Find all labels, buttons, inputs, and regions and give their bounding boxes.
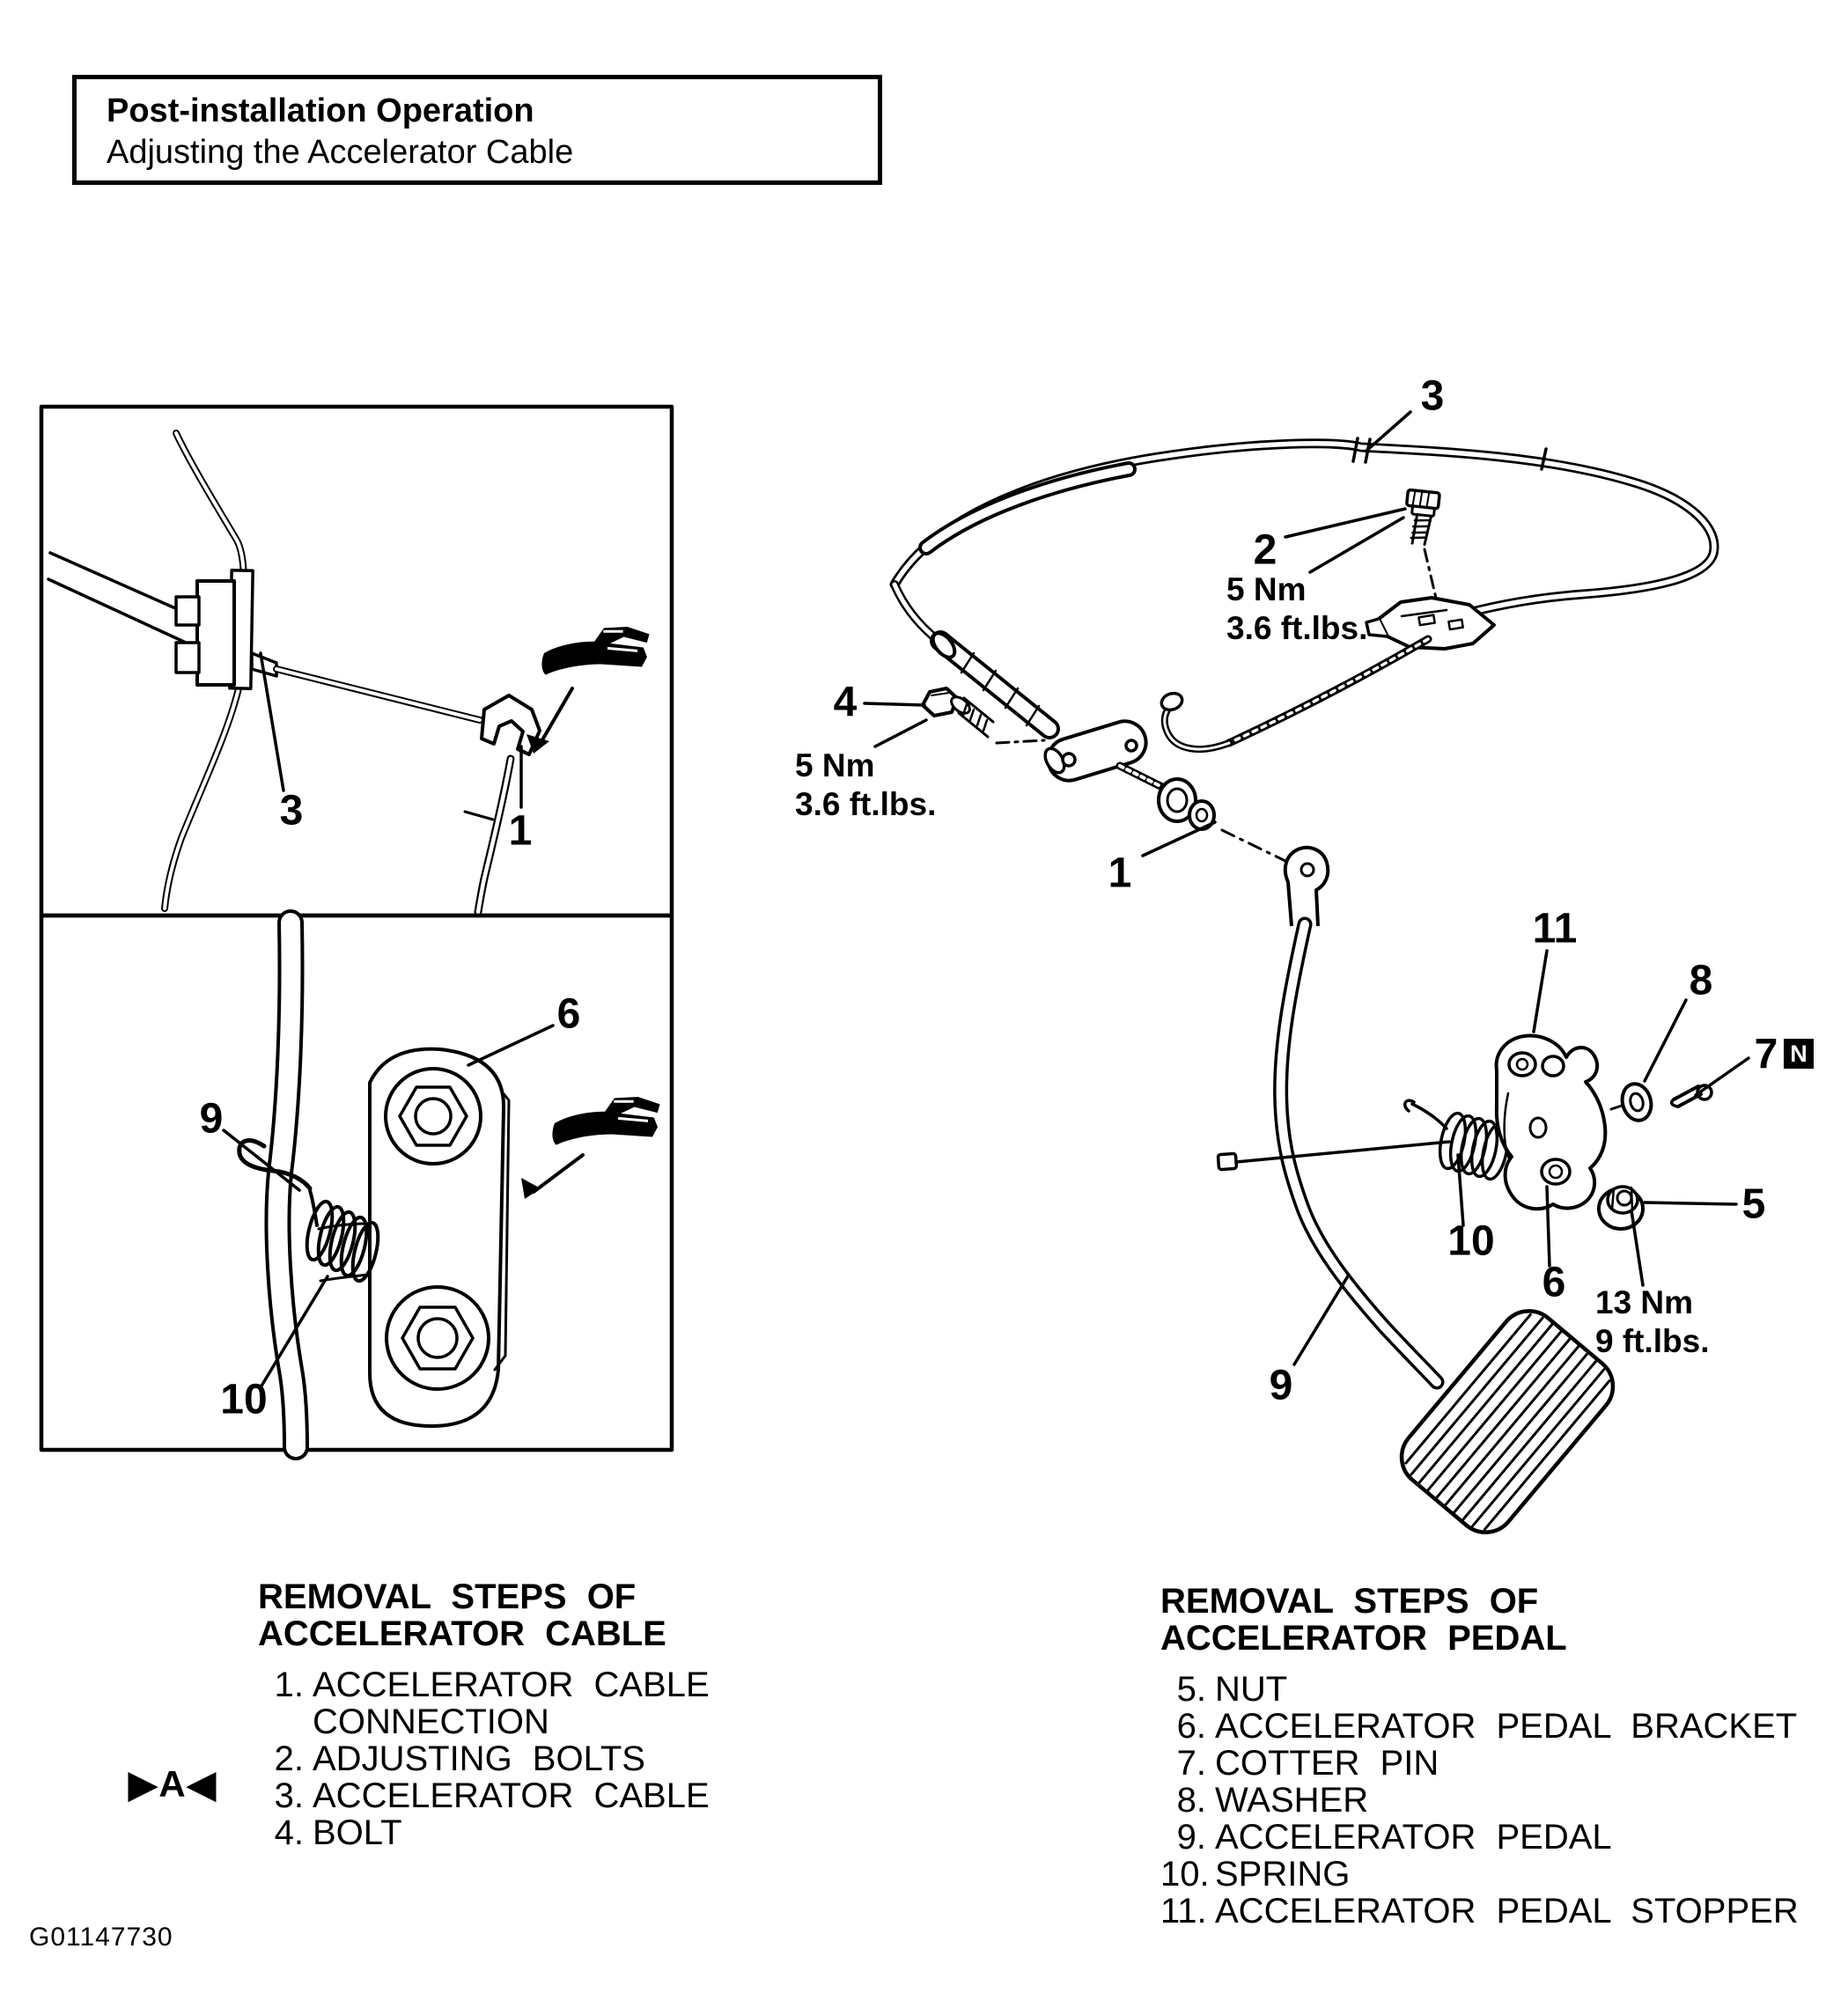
list-item: 9. ACCELERATOR PEDAL <box>1176 1818 1612 1857</box>
leader-lines <box>863 410 1750 1366</box>
inset-callout-3: 3 <box>279 787 304 835</box>
pedal-bracket <box>1494 1033 1608 1211</box>
cable-mount-bracket <box>1365 596 1496 651</box>
pliers-tool-icon <box>549 1082 664 1164</box>
inset-callout-6: 6 <box>556 990 581 1038</box>
callout-7: 7 <box>1754 1031 1778 1078</box>
accelerator-cable-loop <box>889 437 1719 625</box>
accelerator-pedal <box>1273 845 1616 1534</box>
page-subtitle: Adjusting the Accelerator Cable <box>107 134 574 171</box>
list-item: 2. ADJUSTING BOLTS <box>274 1739 645 1778</box>
list-item: 3. ACCELERATOR CABLE <box>274 1776 710 1815</box>
main-diagram <box>863 410 1750 1534</box>
list-item: 1. ACCELERATOR CABLE CONNECTION <box>274 1666 710 1741</box>
list-item: 11. ACCELERATOR PEDAL STOPPER <box>1160 1892 1799 1930</box>
inset-cable-connection <box>39 404 674 918</box>
list-item: 4. BOLT <box>274 1813 402 1852</box>
list-item: 5. NUT <box>1176 1670 1288 1709</box>
callout-9: 9 <box>1269 1362 1293 1409</box>
inset-callout-1: 1 <box>508 807 533 855</box>
callout-2: 2 <box>1253 526 1277 574</box>
spring-coils <box>305 1188 380 1283</box>
inset-callout-9: 9 <box>199 1095 224 1143</box>
list-title: ACCELERATOR CABLE <box>258 1614 666 1653</box>
callout-4: 4 <box>833 679 858 726</box>
inset-callout-10: 10 <box>220 1376 268 1423</box>
pedal-pad <box>1399 1309 1616 1534</box>
pliers-tool-icon <box>538 612 653 694</box>
adjustment-marker-A: ▶A◀ <box>129 1763 217 1805</box>
callout-6: 6 <box>1542 1259 1566 1306</box>
list-title: REMOVAL STEPS OF <box>1160 1582 1539 1621</box>
cable-end-clevis <box>480 694 541 756</box>
page-title: Post-installation Operation <box>107 92 534 129</box>
torque-label-nut: 13 Nm 9 ft.lbs. <box>1595 1284 1710 1359</box>
callout-3: 3 <box>1420 372 1445 420</box>
list-title: ACCELERATOR PEDAL <box>1160 1619 1567 1658</box>
washer <box>1620 1082 1653 1122</box>
bolt-4 <box>921 687 1046 745</box>
torque-label-adjusting-bolts: 5 Nm 3.6 ft.lbs. <box>1226 571 1368 646</box>
list-item: 6. ACCELERATOR PEDAL BRACKET <box>1176 1707 1798 1746</box>
list-title: REMOVAL STEPS OF <box>258 1577 637 1616</box>
inset-pedal-bracket <box>39 909 674 1460</box>
callout-11: 11 <box>1532 905 1578 952</box>
figure-code: G01147730 <box>29 1923 173 1952</box>
list-item: 10. SPRING <box>1160 1855 1351 1894</box>
marker-right-triangle-icon: ◀ <box>187 1763 217 1805</box>
callout-5: 5 <box>1741 1180 1766 1228</box>
list-item: 8. WASHER <box>1176 1781 1369 1820</box>
list-item: 7. COTTER PIN <box>1176 1744 1439 1783</box>
callout-8: 8 <box>1689 957 1713 1004</box>
pedal-spring <box>1216 1099 1535 1181</box>
adjusting-bolt <box>1405 488 1441 547</box>
marker-left-triangle-icon: ▶ <box>129 1763 159 1805</box>
cable-adjuster-assembly <box>890 580 1289 864</box>
removal-steps-pedal: REMOVAL STEPS OF ACCELERATOR PEDAL 5. NU… <box>1160 1583 1799 1930</box>
nut <box>1597 1185 1645 1231</box>
title-box: Post-installation Operation Adjusting th… <box>72 75 882 185</box>
pedal-bracket-body <box>317 1047 511 1428</box>
callout-1: 1 <box>1108 849 1132 897</box>
cable-hanger-hook <box>1160 635 1432 753</box>
callout-10: 10 <box>1447 1217 1495 1265</box>
cable-clamp <box>174 569 278 690</box>
removal-steps-cable: REMOVAL STEPS OF ACCELERATOR CABLE 1. AC… <box>258 1578 735 1851</box>
new-part-flag: N <box>1784 1039 1814 1069</box>
torque-label-bolt: 5 Nm 3.6 ft.lbs. <box>795 747 937 822</box>
